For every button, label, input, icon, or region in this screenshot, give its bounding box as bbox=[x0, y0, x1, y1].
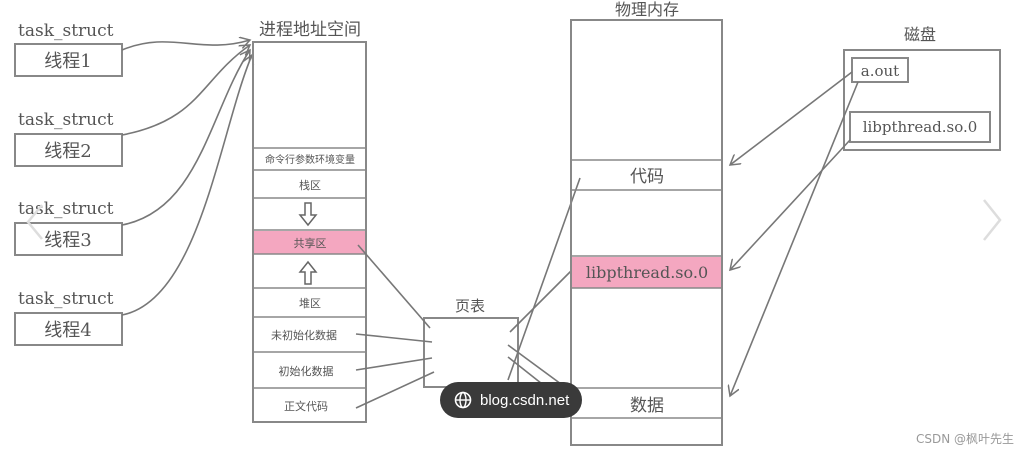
next-chevron-icon[interactable] bbox=[983, 199, 1002, 241]
address-space-title: 进程地址空间 bbox=[259, 20, 361, 40]
thread-arrows bbox=[121, 40, 252, 316]
thread-box bbox=[14, 222, 123, 256]
watermark-url: blog.csdn.net bbox=[480, 391, 570, 409]
phys-data: 数据 bbox=[630, 396, 664, 416]
segment-shared: 共享区 bbox=[294, 236, 327, 250]
process-address-space: 进程地址空间 命令行参数环境变量 栈区 共享区 堆区 未初始化数据 初始化数据 … bbox=[252, 20, 367, 423]
thread-box bbox=[14, 43, 123, 77]
segment-data: 初始化数据 bbox=[279, 364, 334, 378]
task-struct-label: task_struct bbox=[18, 289, 114, 309]
thread-label: 线程3 bbox=[44, 230, 91, 251]
thread-label: 线程4 bbox=[44, 320, 91, 341]
physical-memory: 物理内存 代码 libpthread.so.0 数据 bbox=[570, 0, 723, 446]
segment-heap: 堆区 bbox=[299, 297, 321, 310]
credit-text: CSDN @枫叶先生 bbox=[915, 432, 1014, 446]
segment-stack: 栈区 bbox=[299, 178, 321, 192]
thread-1: task_struct 线程1 bbox=[14, 21, 123, 77]
file-libpthread: libpthread.so.0 bbox=[863, 118, 978, 136]
segment-bss: 未初始化数据 bbox=[271, 328, 337, 342]
thread-box bbox=[14, 312, 123, 346]
prev-chevron-icon[interactable] bbox=[26, 204, 43, 240]
heap-grow-up-arrow-icon bbox=[298, 260, 318, 285]
globe-icon bbox=[454, 391, 472, 409]
thread-2: task_struct 线程2 bbox=[14, 110, 123, 167]
thread-label: 线程2 bbox=[44, 141, 91, 162]
disk: 磁盘 a.out libpthread.so.0 bbox=[843, 25, 1001, 151]
task-struct-label: task_struct bbox=[18, 21, 114, 41]
task-struct-label: task_struct bbox=[18, 199, 114, 219]
watermark-pill: blog.csdn.net bbox=[440, 382, 582, 418]
page-table-title: 页表 bbox=[455, 297, 485, 315]
mapping-lines bbox=[355, 177, 581, 411]
stack-grow-down-arrow-icon bbox=[298, 202, 318, 227]
phys-code: 代码 bbox=[630, 167, 664, 187]
disk-title: 磁盘 bbox=[904, 25, 936, 44]
segment-cmdline-env: 命令行参数环境变量 bbox=[265, 153, 355, 166]
phys-libpthread: libpthread.so.0 bbox=[586, 263, 708, 282]
task-struct-label: task_struct bbox=[18, 110, 114, 130]
page-table: 页表 bbox=[423, 297, 519, 388]
thread-3: task_struct 线程3 bbox=[14, 199, 123, 256]
physical-memory-title: 物理内存 bbox=[615, 0, 679, 19]
file-a-out: a.out bbox=[861, 62, 899, 80]
thread-label: 线程1 bbox=[44, 51, 91, 72]
load-arrows bbox=[730, 71, 859, 396]
thread-box bbox=[14, 133, 123, 167]
thread-4: task_struct 线程4 bbox=[14, 289, 123, 346]
segment-text: 正文代码 bbox=[284, 399, 328, 413]
